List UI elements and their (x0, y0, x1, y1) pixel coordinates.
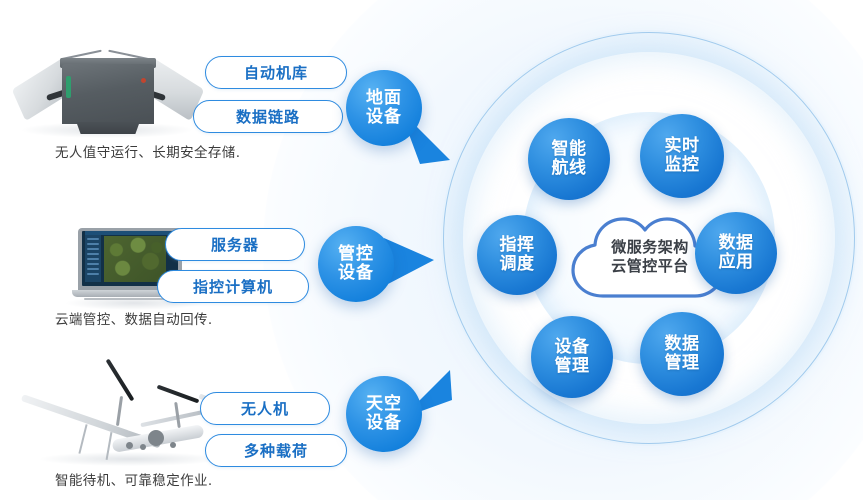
pill-data-link[interactable]: 数据链路 (193, 100, 343, 133)
bubble-control-equipment[interactable]: 管控 设备 (318, 226, 394, 302)
node-data-application[interactable]: 数据 应用 (695, 212, 777, 294)
outer-ring (443, 32, 855, 444)
node-data-management-line2: 管理 (664, 353, 700, 373)
hangar-photo (10, 49, 205, 140)
node-realtime-monitor-line1: 实时 (664, 135, 700, 156)
cloud-label-line1: 微服务架构 (611, 238, 689, 256)
node-device-management[interactable]: 设备 管理 (531, 316, 613, 398)
bubble-sky-line1: 天空 (366, 394, 402, 415)
node-device-management-line2: 管理 (554, 356, 590, 376)
caption-sky-equipment: 智能待机、可靠稳定作业. (55, 473, 213, 489)
pill-command-computer[interactable]: 指控计算机 (157, 270, 309, 303)
node-realtime-monitor[interactable]: 实时 监控 (640, 114, 724, 198)
cloud-label-line2: 云管控平台 (611, 257, 689, 276)
node-data-management[interactable]: 数据 管理 (640, 312, 724, 396)
node-smart-route[interactable]: 智能 航线 (528, 118, 610, 200)
bubble-ground-line2: 设备 (366, 107, 402, 127)
bubble-ground-equipment[interactable]: 地面 设备 (346, 70, 422, 146)
pill-data-link-label: 数据链路 (235, 108, 300, 126)
pill-server-label: 服务器 (210, 236, 259, 254)
node-device-management-line1: 设备 (554, 336, 590, 357)
bubble-control-line2: 设备 (338, 263, 374, 283)
caption-ground-equipment: 无人值守运行、长期安全存储. (55, 145, 241, 161)
node-data-management-line1: 数据 (664, 333, 700, 354)
drone-photo (20, 358, 234, 464)
bubble-ground-line1: 地面 (366, 88, 402, 109)
node-smart-route-line2: 航线 (551, 158, 587, 178)
pill-multi-payload-label: 多种载荷 (243, 442, 308, 460)
drone-shadow (40, 452, 220, 466)
node-command-dispatch-line2: 调度 (499, 254, 535, 274)
node-command-dispatch-line1: 指挥 (499, 234, 535, 255)
cloud-platform: 微服务架构 云管控平台 (559, 208, 741, 304)
pill-command-computer-label: 指控计算机 (192, 278, 273, 296)
node-command-dispatch[interactable]: 指挥 调度 (477, 215, 557, 295)
caption-control-equipment: 云端管控、数据自动回传. (55, 312, 213, 328)
node-data-application-line2: 应用 (718, 252, 754, 272)
pill-server[interactable]: 服务器 (165, 228, 305, 261)
bubble-sky-equipment[interactable]: 天空 设备 (346, 376, 422, 452)
cloud-label: 微服务架构 云管控平台 (559, 238, 741, 276)
pill-automatic-hangar[interactable]: 自动机库 (205, 56, 347, 89)
node-data-application-line1: 数据 (718, 232, 754, 253)
bubble-control-line1: 管控 (338, 244, 374, 265)
pill-uav-label: 无人机 (240, 400, 289, 418)
bubble-sky-line2: 设备 (366, 413, 402, 433)
pill-uav[interactable]: 无人机 (200, 392, 330, 425)
node-realtime-monitor-line2: 监控 (664, 155, 700, 175)
pill-multi-payload[interactable]: 多种载荷 (205, 434, 347, 467)
pill-automatic-hangar-label: 自动机库 (243, 64, 308, 82)
node-smart-route-line1: 智能 (551, 138, 587, 159)
